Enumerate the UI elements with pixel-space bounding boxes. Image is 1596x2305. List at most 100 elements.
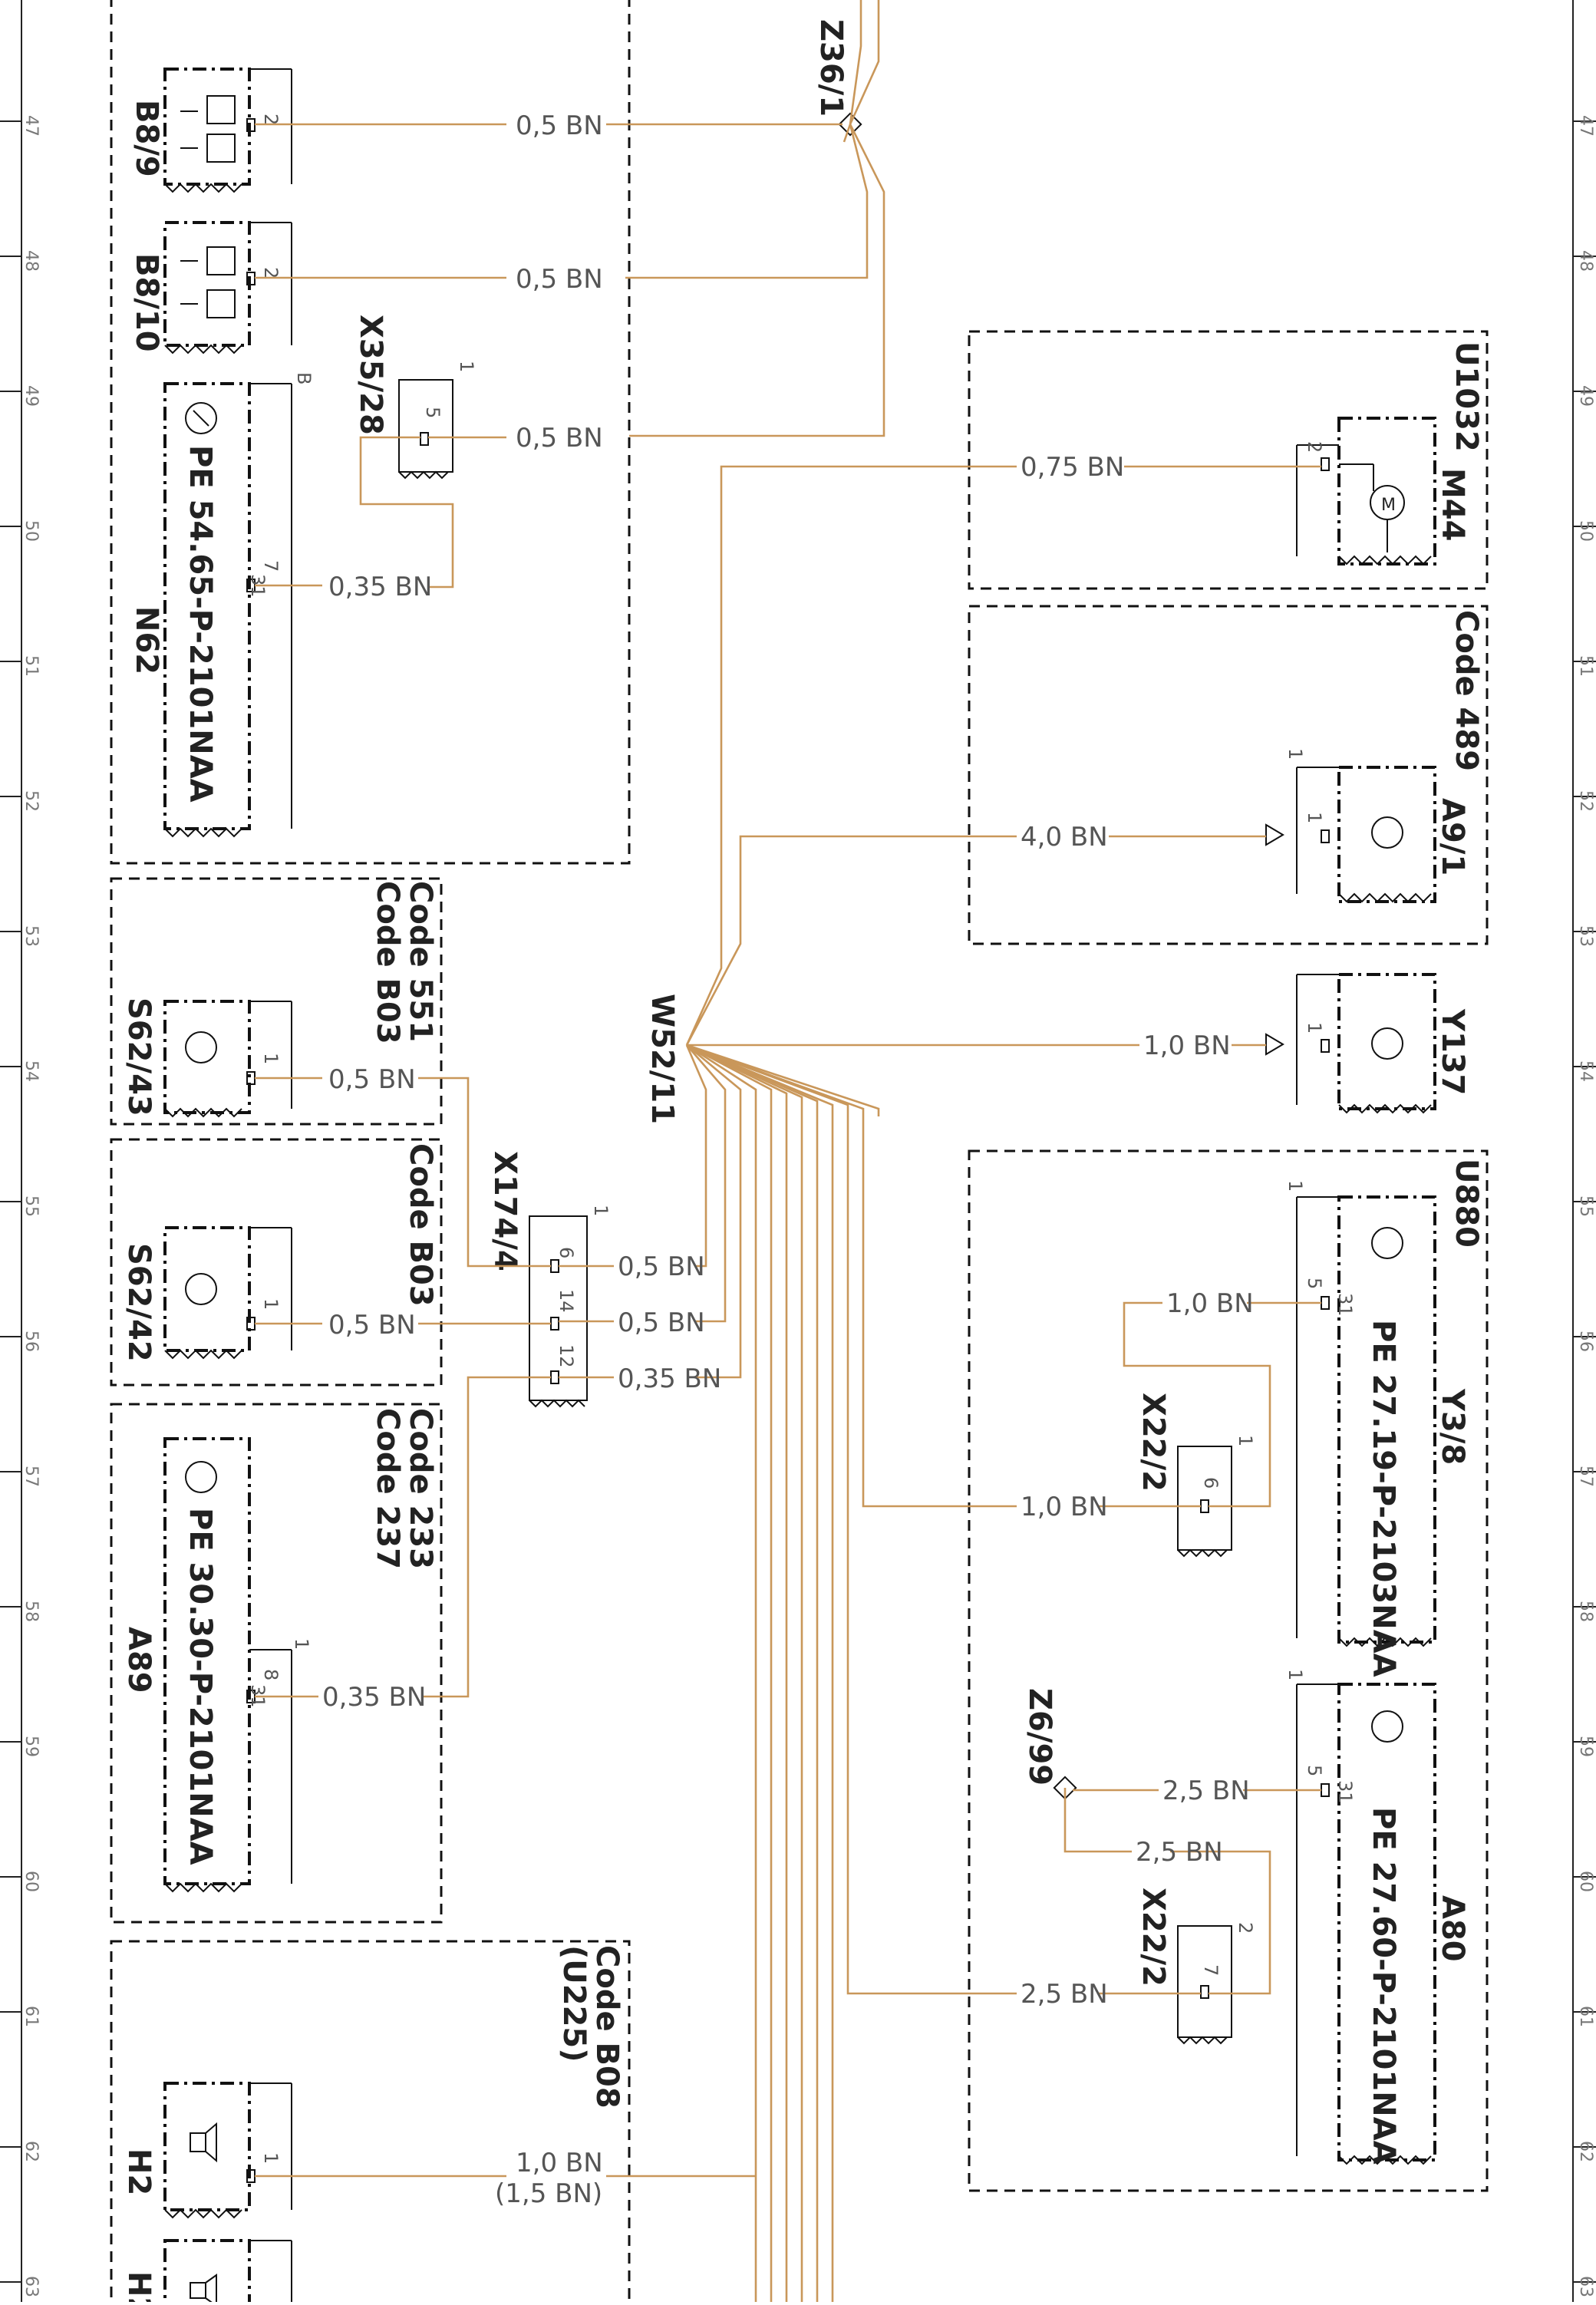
wire-label: 0,5 BN — [618, 1251, 705, 1282]
component-label-n62: N62 — [129, 606, 164, 674]
component-label-b8-10: B8/10 — [129, 253, 164, 352]
code-label: Code B03 — [370, 881, 405, 1044]
grid-number: 58 — [21, 1601, 41, 1622]
component-label-z6-99: Z6/99 — [1022, 1688, 1057, 1786]
wire-label: 0,5 BN — [516, 110, 603, 141]
control-unit-n62: B 7 31 PE 54.65-P-2101NAA N62 — [129, 372, 315, 838]
enclosure-code-233 — [110, 1403, 443, 1924]
wire-label: 1,0 BN — [516, 2148, 603, 2178]
pin-label: 1 — [1304, 1022, 1325, 1034]
pin-label: 1 — [456, 361, 477, 372]
splice-z36-1: Z36/1 — [813, 19, 862, 137]
component-label-x22-2: X22/2 — [1136, 1393, 1171, 1492]
valve-y3-8: 1 5 31 PE 27.19-P-2103NAA Y3/8 — [1284, 1180, 1470, 1677]
grid-number: 48 — [21, 250, 41, 272]
grid-number: 60 — [21, 1871, 41, 1892]
pin-label: 2 — [1235, 1922, 1256, 1934]
wire-label: (1,5 BN) — [495, 2178, 602, 2209]
wire-label: 0,35 BN — [322, 1682, 426, 1713]
pin-label: 7 — [1200, 1964, 1222, 1976]
component-label-x22-2: X22/2 — [1136, 1888, 1171, 1987]
pin-label: 1 — [1304, 812, 1325, 823]
component-label-u1032: U1032 — [1449, 341, 1484, 452]
grid-number: 55 — [21, 1195, 41, 1217]
grid-number: 47 — [21, 115, 41, 137]
pin-label: 1 — [260, 1053, 282, 1064]
connector-x35-28: 1 5 X35/28 — [353, 315, 477, 480]
grid-number: 61 — [21, 2006, 41, 2027]
component-label-x35-28: X35/28 — [353, 315, 388, 435]
component-doc-ref-a80: PE 27.60-P-2101NAA — [1366, 1807, 1401, 2165]
pin-label: 1 — [1284, 1180, 1306, 1192]
code-label: Code B08 — [589, 1945, 625, 2109]
connector-x22-2-lower: 2 7 X22/2 — [1136, 1888, 1256, 2045]
grid-number: 60 — [1576, 1871, 1595, 1892]
sensor-b8-9: 2 B8/9 — [129, 68, 292, 193]
wire-label: 4,0 BN — [1021, 822, 1108, 852]
pin-label: 31 — [1334, 1780, 1356, 1804]
enclosure-code-489 — [968, 605, 1489, 945]
component-doc-ref-n62: PE 54.65-P-2101NAA — [183, 445, 218, 803]
grid-number: 56 — [21, 1331, 41, 1352]
pin-label: 8 — [260, 1669, 282, 1680]
pin-label: 5 — [1304, 1765, 1325, 1776]
valve-y137: 1 Y137 — [1265, 973, 1470, 1114]
component-label-b8-9: B8/9 — [129, 100, 164, 177]
grid-number: 52 — [1576, 790, 1595, 812]
component-label-a80: A80 — [1435, 1895, 1470, 1962]
pin-label: 2 — [260, 114, 282, 125]
wire-label: 1,0 BN — [1143, 1030, 1231, 1061]
wire-label: 0,5 BN — [328, 1064, 416, 1095]
pin-label: 5 — [422, 407, 444, 418]
grid-number: 49 — [1576, 385, 1595, 407]
component-label-a89: A89 — [121, 1627, 157, 1693]
wire-label: 0,35 BN — [328, 572, 432, 602]
pin-label: 1 — [260, 2152, 282, 2164]
grid-number: 55 — [1576, 1195, 1595, 1217]
control-unit-a80: 1 5 31 PE 27.60-P-2101NAA A80 — [1284, 1669, 1470, 2165]
wire-label: 2,5 BN — [1021, 1979, 1108, 2010]
component-doc-ref-a89: PE 30.30-P-2101NAA — [183, 1508, 218, 1865]
grid-number: 57 — [1576, 1466, 1595, 1487]
grid-number: 53 — [21, 925, 41, 947]
control-unit-a89: 1 8 31 PE 30.30-P-2101NAA A89 — [121, 1437, 312, 1893]
component-label-s62-43: S62/43 — [121, 998, 157, 1116]
pin-label: 2 — [1304, 441, 1325, 453]
grid-number: 49 — [21, 385, 41, 407]
pin-label: 1 — [260, 1298, 282, 1310]
wire-label: 1,0 BN — [1021, 1492, 1108, 1522]
svg-text:M: M — [1381, 496, 1396, 515]
pin-label: 1 — [291, 1638, 312, 1650]
motor-m44: M 2 M44 — [1296, 417, 1470, 566]
grid-number: 63 — [21, 2276, 41, 2297]
wire-harness — [255, 0, 1321, 2302]
wire-label: 0,5 BN — [516, 264, 603, 295]
switch-s62-42: 1 S62/42 — [121, 1226, 292, 1362]
splice-z6-99: Z6/99 — [1022, 1688, 1077, 1800]
wire-label: 2,5 BN — [1136, 1837, 1223, 1868]
code-label: Code 551 — [403, 881, 438, 1042]
component-label-a9-1: A9/1 — [1435, 798, 1470, 876]
wire-label: 0,35 BN — [618, 1364, 721, 1394]
grid-number: 51 — [1576, 655, 1595, 677]
component-label-u880: U880 — [1449, 1159, 1484, 1248]
grid-number: 54 — [21, 1060, 41, 1082]
pin-label: 7 — [260, 560, 282, 572]
pin-label: 5 — [1304, 1278, 1325, 1289]
component-label-m44: M44 — [1435, 468, 1470, 541]
grid-number: 50 — [21, 520, 41, 542]
code-label: Code 233 — [403, 1408, 438, 1569]
grid-number: 51 — [21, 655, 41, 677]
sensor-b8-10: 2 B8/10 — [129, 221, 292, 354]
component-label-w52-11: W52/11 — [645, 994, 680, 1124]
wire-label: 1,0 BN — [1166, 1288, 1254, 1319]
enclosure-code-551 — [110, 877, 443, 1126]
pin-label: 1 — [1284, 1669, 1306, 1680]
wire-gauge-labels: 0,5 BN 0,5 BN 0,5 BN 0,35 BN 0,75 BN 4,0… — [322, 110, 1254, 2209]
grid-number: 61 — [1576, 2006, 1595, 2027]
pin-label: 1 — [590, 1205, 612, 1216]
connector-x174-4: 1 6 14 12 X174/4 — [487, 1151, 612, 1408]
pin-label: 12 — [556, 1344, 577, 1368]
